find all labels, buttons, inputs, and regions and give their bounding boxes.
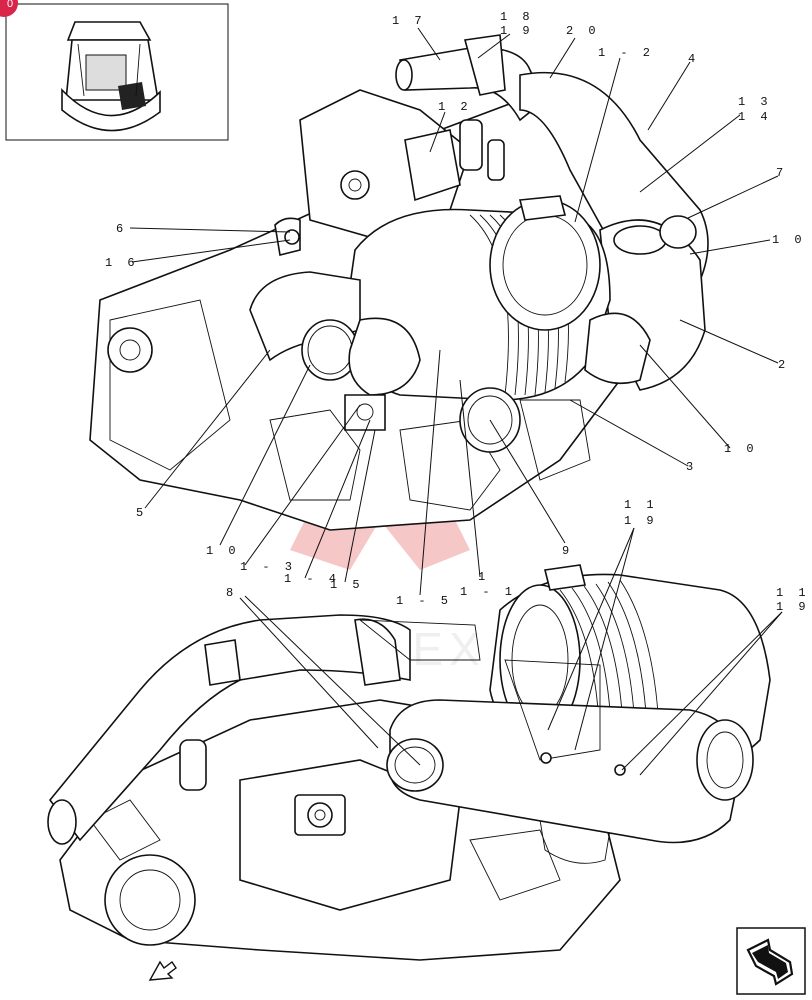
navigation-arrow-icon (746, 938, 794, 986)
lower-assembly (47, 564, 771, 961)
callout-1-4: 1 - 4 (284, 572, 340, 586)
callout-3: 3 (686, 460, 697, 474)
callout-18: 1 8 (500, 10, 534, 24)
callout-10-a: 1 0 (772, 233, 806, 247)
callout-17: 1 7 (392, 14, 426, 28)
callout-13: 1 3 (738, 95, 772, 109)
callout-1-3: 1 - 3 (240, 560, 296, 574)
navigation-arrow-button[interactable] (736, 927, 806, 995)
callout-6: 6 (116, 222, 127, 236)
callout-20: 2 0 (566, 24, 600, 38)
upper-assembly (89, 34, 709, 531)
callout-1: 1 (478, 570, 489, 584)
callout-5: 5 (136, 506, 147, 520)
callout-16: 1 6 (105, 256, 139, 270)
callout-1-2: 1 - 2 (598, 46, 654, 60)
page-badge: 0 (0, 0, 18, 17)
callout-19-b: 1 9 (624, 514, 658, 528)
callout-1-5: 1 - 5 (396, 594, 452, 608)
callout-12: 1 2 (438, 100, 472, 114)
callout-7: 7 (776, 166, 787, 180)
callout-15: 1 5 (330, 578, 364, 592)
callout-14: 1 4 (738, 110, 772, 124)
callout-2: 2 (778, 358, 789, 372)
svg-text:0: 0 (7, 0, 13, 10)
callout-10-b: 1 0 (724, 442, 758, 456)
callout-1-1: 1 - 1 (460, 585, 516, 599)
callouts: 1 7 1 8 1 9 2 0 1 - 2 4 1 2 1 3 1 4 7 6 … (105, 10, 810, 614)
thumbnail-engine-icon (61, 21, 161, 132)
direction-arrow-icon (148, 960, 177, 981)
callout-11-a: 1 1 (624, 498, 658, 512)
callout-19-a: 1 9 (500, 24, 534, 38)
callout-8: 8 (226, 586, 237, 600)
callout-19-c: 1 9 (776, 600, 810, 614)
callout-4: 4 (688, 52, 699, 66)
thumbnail-view[interactable] (5, 3, 229, 141)
callout-10-c: 1 0 (206, 544, 240, 558)
callout-11-b: 1 1 (776, 586, 810, 600)
callout-9: 9 (562, 544, 573, 558)
leader-lines (129, 27, 783, 776)
